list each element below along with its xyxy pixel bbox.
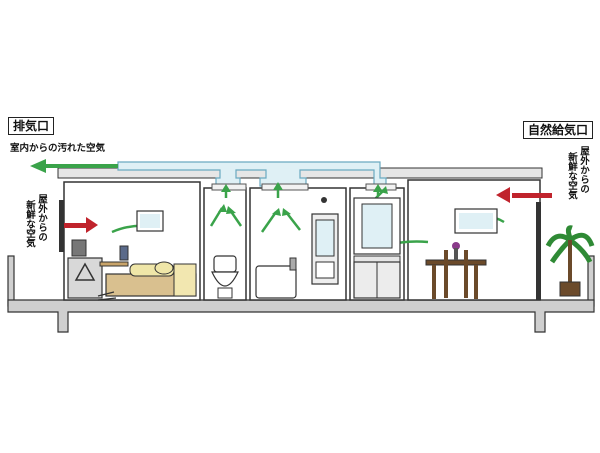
fresh-air-right-line1: 屋外からの — [578, 146, 589, 194]
dining-set — [425, 208, 498, 299]
fresh-air-left-line2: 新鮮な空気 — [24, 200, 35, 248]
indoor-dirty-air-caption: 室内からの汚れた空気 — [10, 143, 106, 154]
toilet — [211, 255, 239, 299]
fresh-air-left-line1: 屋外からの — [36, 194, 47, 242]
natural-intake-port-label: 自然給気口 — [523, 121, 594, 139]
fresh-air-right-line2: 新鮮な空気 — [566, 152, 577, 200]
bedroom-furniture — [67, 210, 197, 301]
bathroom-fixtures — [255, 197, 339, 299]
potted-plant — [545, 225, 595, 297]
fresh-air-intake-arrow-left — [64, 217, 98, 233]
fresh-air-intake-arrow-right — [496, 187, 552, 203]
washroom-vanity — [353, 197, 401, 299]
exhaust-port-label: 排気口 — [8, 117, 55, 135]
exhaust-flow-arrow — [30, 159, 118, 173]
